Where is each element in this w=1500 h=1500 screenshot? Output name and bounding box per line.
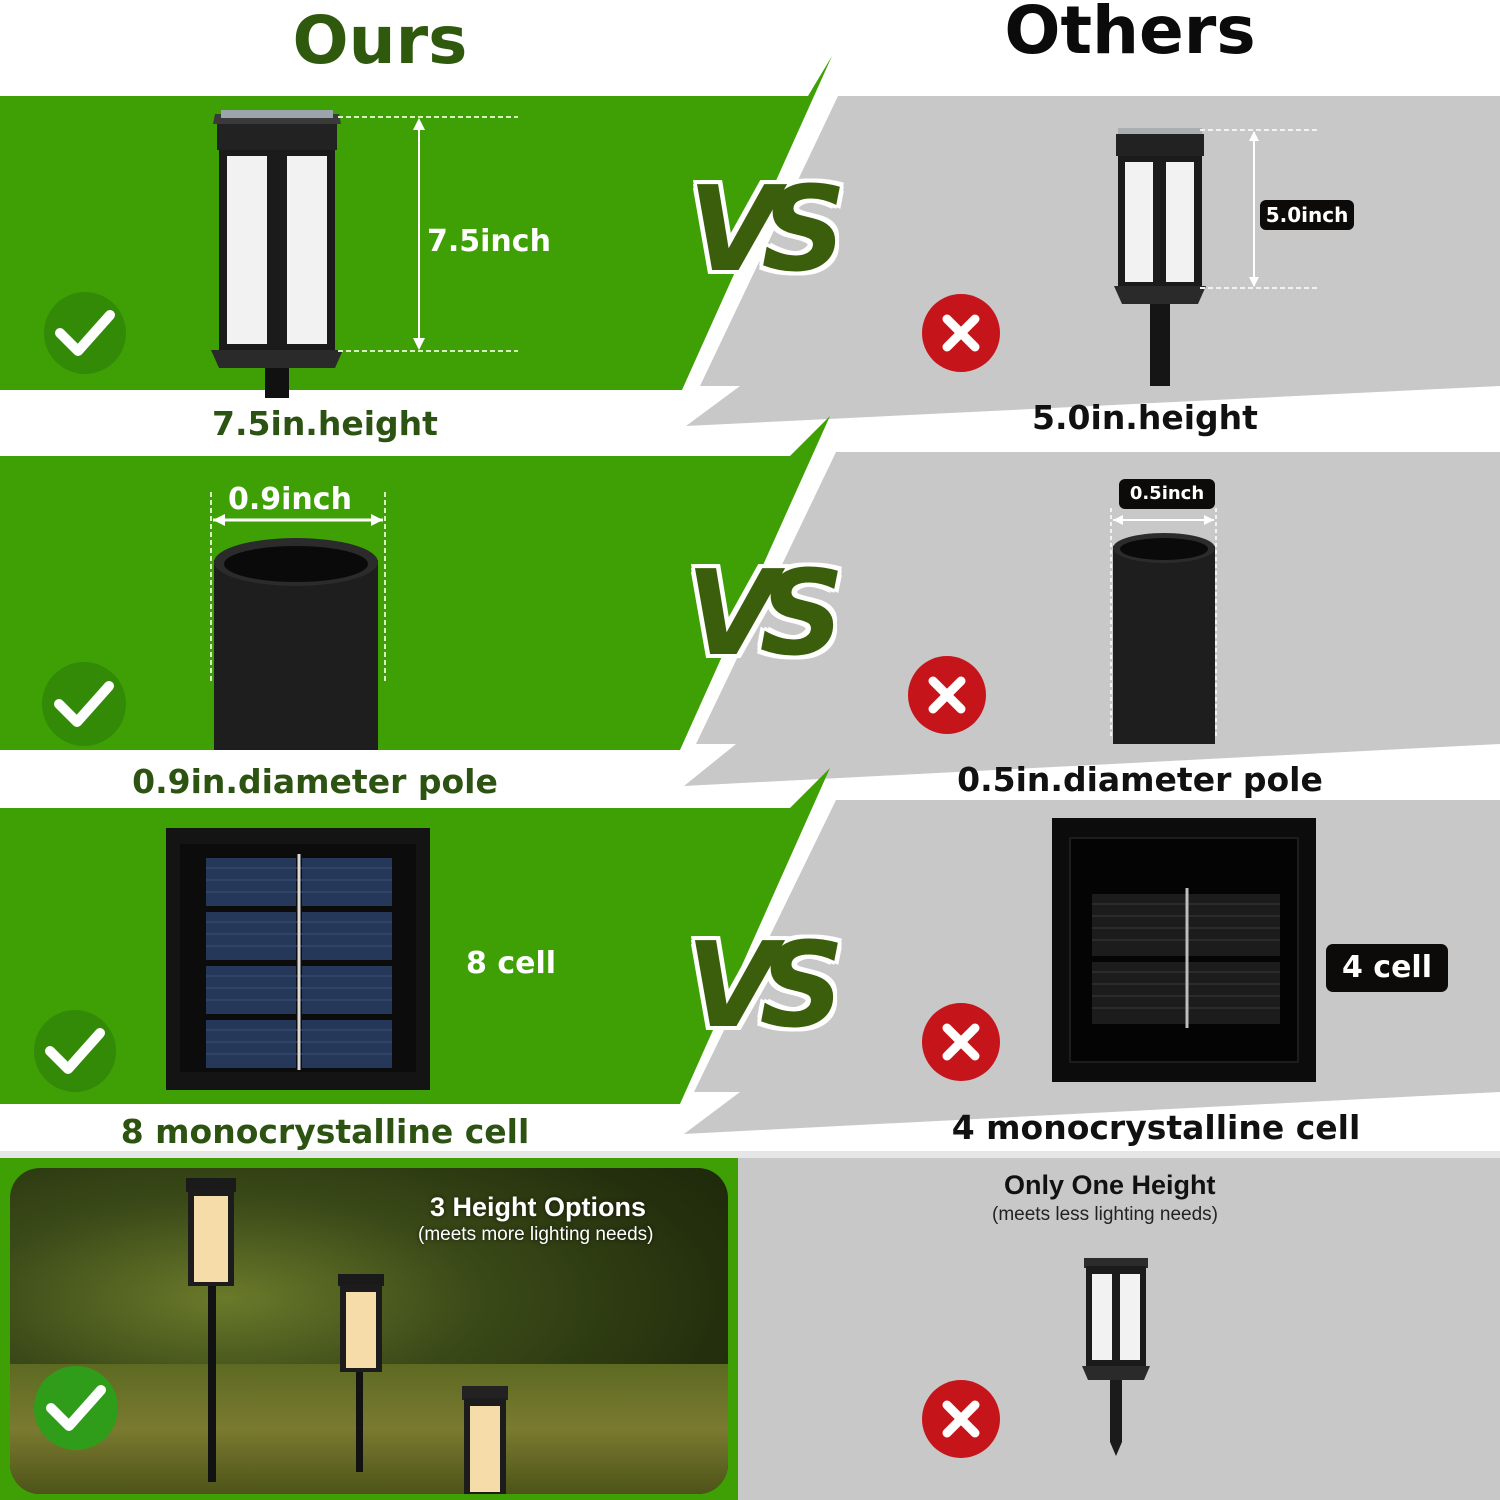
- ours-pole-image: [210, 492, 386, 750]
- ours-height-options-title: 3 Height Options: [430, 1192, 646, 1222]
- check-icon: [44, 292, 126, 374]
- ours-height-caption: 7.5in.height: [212, 404, 438, 443]
- vs-badge: VS: [686, 916, 844, 1054]
- others-cell-caption: 4 monocrystalline cell: [951, 1108, 1361, 1147]
- ours-cell-count-label: 8 cell: [466, 946, 557, 981]
- ours-height-options-panel: 3 Height Options (meets more lighting ne…: [0, 1158, 738, 1500]
- ours-height-dimension-label: 7.5inch: [427, 224, 551, 259]
- others-height-dimension-lines: [1200, 129, 1320, 289]
- garden-lanterns-image: [186, 1178, 508, 1494]
- ours-diameter-caption: 0.9in.diameter pole: [132, 762, 498, 801]
- ours-lantern-image: [211, 110, 343, 398]
- garden-photo: 3 Height Options (meets more lighting ne…: [10, 1168, 728, 1494]
- others-cell-count-pill: 4 cell: [1326, 944, 1448, 992]
- ours-solar-panel-image: [166, 828, 430, 1090]
- others-height-options-subtitle: (meets less lighting needs): [992, 1204, 1218, 1225]
- check-icon: [34, 1010, 116, 1092]
- ours-cell-caption: 8 monocrystalline cell: [120, 1112, 530, 1151]
- vs-badge: VS: [688, 160, 846, 298]
- others-diameter-dimension-pill: 0.5inch: [1119, 479, 1215, 509]
- others-height-caption: 5.0in.height: [1032, 398, 1258, 437]
- x-icon: [908, 656, 986, 734]
- others-header: Others: [1004, 0, 1256, 69]
- others-height-options-title: Only One Height: [1004, 1170, 1216, 1200]
- ours-header: Ours: [292, 2, 468, 79]
- others-height-options-panel: Only One Height (meets less lighting nee…: [738, 1158, 1500, 1500]
- check-icon: [42, 662, 126, 746]
- x-icon: [922, 1003, 1000, 1081]
- ours-diameter-dimension-label: 0.9inch: [228, 482, 352, 517]
- others-height-dimension-pill: 5.0inch: [1260, 200, 1354, 230]
- vs-badge: VS: [686, 544, 844, 682]
- height-dimension-lines: [338, 116, 518, 352]
- others-diameter-caption: 0.5in.diameter pole: [957, 760, 1323, 799]
- others-single-lantern-image: [1082, 1258, 1150, 1456]
- check-icon: [34, 1366, 118, 1450]
- ours-height-options-subtitle: (meets more lighting needs): [418, 1224, 654, 1245]
- x-icon: [922, 1380, 1000, 1458]
- grass: [10, 1364, 728, 1494]
- others-pole-image: [1110, 508, 1217, 744]
- x-icon: [922, 294, 1000, 372]
- others-solar-panel-image: [1052, 818, 1316, 1082]
- others-lantern-image: [1114, 128, 1206, 386]
